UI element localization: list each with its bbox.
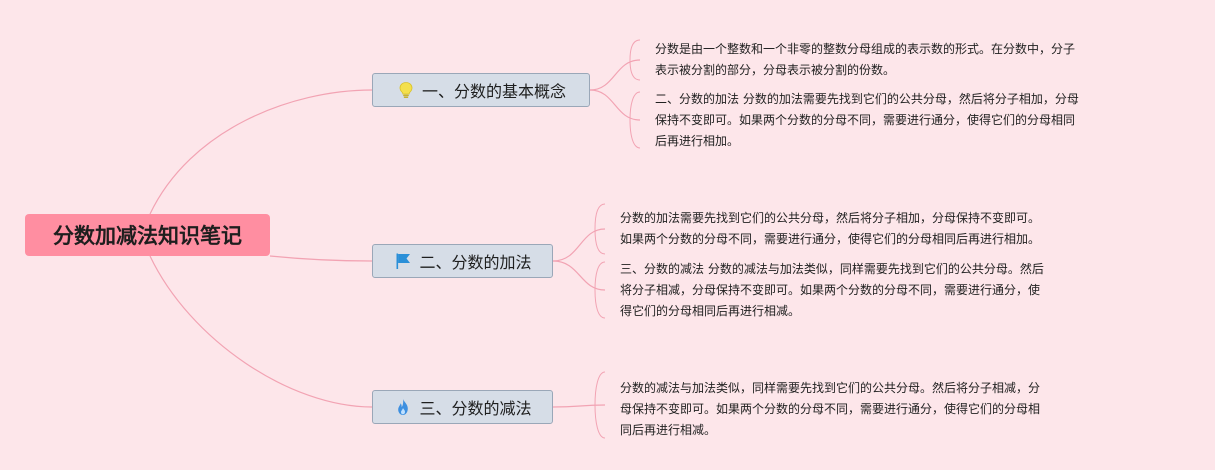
leaf-line: 分数是由一个整数和一个非零的整数分母组成的表示数的形式。在分数中，分子	[655, 42, 1076, 56]
leaf-topic[interactable]: 分数的加法需要先找到它们的公共分母，然后将分子相加，分母保持不变即可。 如果两个…	[620, 208, 1040, 250]
branch-topic-addition[interactable]: 二、分数的加法	[372, 244, 553, 278]
fire-icon	[393, 397, 413, 417]
branch-topic-label: 二、分数的加法	[419, 253, 532, 272]
flag-icon	[393, 251, 413, 271]
leaf-line: 后再进行相加。	[655, 134, 740, 148]
leaf-topic[interactable]: 分数的减法与加法类似，同样需要先找到它们的公共分母。然后将分子相减，分 母保持不…	[620, 378, 1040, 441]
leaf-line: 表示被分割的部分，分母表示被分割的份数。	[655, 63, 896, 77]
link-root-branch-3	[149, 255, 373, 408]
branch-topic-basic-concept[interactable]: 一、分数的基本概念	[372, 73, 590, 107]
leaf-line: 二、分数的加法 分数的加法需要先找到它们的公共分母，然后将分子相加，分母	[655, 92, 1079, 106]
branch-topic-label: 三、分数的减法	[419, 399, 532, 418]
link-branch-1-leaf-1	[589, 59, 641, 91]
bracket-branch-2-leaf-2	[594, 261, 606, 319]
bracket-branch-3-leaf-1	[594, 371, 606, 439]
lightbulb-icon	[396, 80, 416, 100]
leaf-topic[interactable]: 分数是由一个整数和一个非零的整数分母组成的表示数的形式。在分数中，分子 表示被分…	[655, 39, 1075, 81]
branch-topic-subtraction[interactable]: 三、分数的减法	[372, 390, 553, 424]
leaf-line: 保持不变即可。如果两个分数的分母不同，需要进行通分，使得它们的分母相同	[655, 113, 1076, 127]
link-branch-2-leaf-2	[552, 260, 606, 291]
leaf-line: 将分子相减，分母保持不变即可。如果两个分数的分母不同，需要进行通分，使	[620, 283, 1041, 297]
leaf-line: 分数的减法与加法类似，同样需要先找到它们的公共分母。然后将分子相减，分	[620, 381, 1041, 395]
link-branch-2-leaf-1	[552, 228, 606, 262]
link-branch-1-leaf-2	[589, 89, 641, 121]
branch-topic-label: 一、分数的基本概念	[421, 82, 566, 101]
leaf-line: 如果两个分数的分母不同，需要进行通分，使得它们的分母相同后再进行相加。	[620, 232, 1041, 246]
leaf-topic[interactable]: 二、分数的加法 分数的加法需要先找到它们的公共分母，然后将分子相加，分母 保持不…	[655, 89, 1079, 152]
bracket-branch-1-leaf-1	[629, 39, 641, 81]
bracket-branch-2-leaf-1	[594, 203, 606, 255]
root-topic[interactable]: 分数加减法知识笔记	[25, 214, 270, 256]
link-root-branch-1	[149, 89, 373, 215]
root-topic-label: 分数加减法知识笔记	[53, 224, 242, 248]
leaf-line: 分数的加法需要先找到它们的公共分母，然后将分子相加，分母保持不变即可。	[620, 211, 1041, 225]
leaf-line: 同后再进行相减。	[620, 423, 717, 437]
link-root-branch-2	[269, 255, 373, 262]
bracket-branch-1-leaf-2	[629, 91, 641, 149]
leaf-line: 母保持不变即可。如果两个分数的分母不同，需要进行通分，使得它们的分母相	[620, 402, 1041, 416]
link-branch-3-leaf-1	[552, 404, 606, 408]
leaf-line: 三、分数的减法 分数的减法与加法类似，同样需要先找到它们的公共分母。然后	[620, 262, 1044, 276]
leaf-line: 得它们的分母相同后再进行相减。	[620, 304, 801, 318]
leaf-topic[interactable]: 三、分数的减法 分数的减法与加法类似，同样需要先找到它们的公共分母。然后 将分子…	[620, 259, 1044, 322]
